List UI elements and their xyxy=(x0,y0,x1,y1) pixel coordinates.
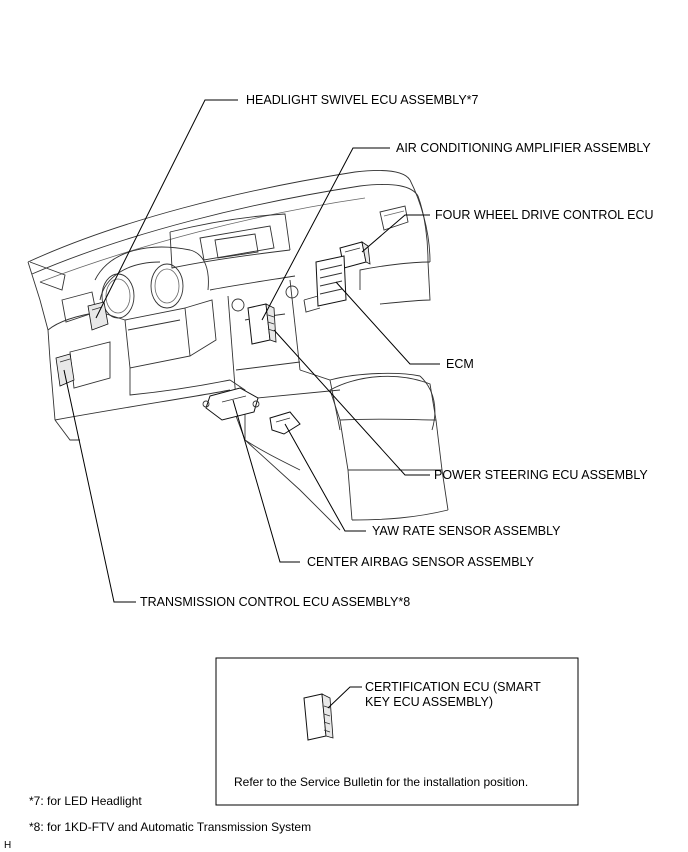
certification-ecu-label-line1: CERTIFICATION ECU (SMART xyxy=(365,680,541,694)
headlight-swivel-ecu-part xyxy=(87,301,109,331)
certification-ecu-part xyxy=(303,693,334,741)
center-airbag-sensor-part xyxy=(202,387,260,421)
yaw-rate-sensor-label: YAW RATE SENSOR ASSEMBLY xyxy=(372,524,561,538)
ecm-part xyxy=(303,255,347,313)
footnote-8: *8: for 1KD-FTV and Automatic Transmissi… xyxy=(29,820,311,834)
corner-mark: H xyxy=(4,840,11,851)
headlight-swivel-ecu-label: HEADLIGHT SWIVEL ECU ASSEMBLY*7 xyxy=(246,93,479,107)
certification-ecu-inset: CERTIFICATION ECU (SMART KEY ECU ASSEMBL… xyxy=(215,657,579,806)
footnote-7: *7: for LED Headlight xyxy=(29,794,142,808)
ecm-label: ECM xyxy=(446,357,474,371)
air-conditioning-amplifier-label: AIR CONDITIONING AMPLIFIER ASSEMBLY xyxy=(396,141,651,155)
center-airbag-sensor-label: CENTER AIRBAG SENSOR ASSEMBLY xyxy=(307,555,535,569)
dashboard-illustration xyxy=(27,169,449,531)
certification-ecu-label-line2: KEY ECU ASSEMBLY) xyxy=(365,695,493,709)
power-steering-ecu-label: POWER STEERING ECU ASSEMBLY xyxy=(434,468,648,482)
leader-lines xyxy=(63,99,440,603)
four-wheel-drive-ecu-label: FOUR WHEEL DRIVE CONTROL ECU xyxy=(435,208,654,222)
air-conditioning-amplifier-part xyxy=(247,303,277,345)
yaw-rate-sensor-part xyxy=(269,411,301,435)
service-bulletin-note: Refer to the Service Bulletin for the in… xyxy=(234,775,528,789)
transmission-control-ecu-label: TRANSMISSION CONTROL ECU ASSEMBLY*8 xyxy=(140,595,410,609)
transmission-control-ecu-part xyxy=(55,353,75,387)
